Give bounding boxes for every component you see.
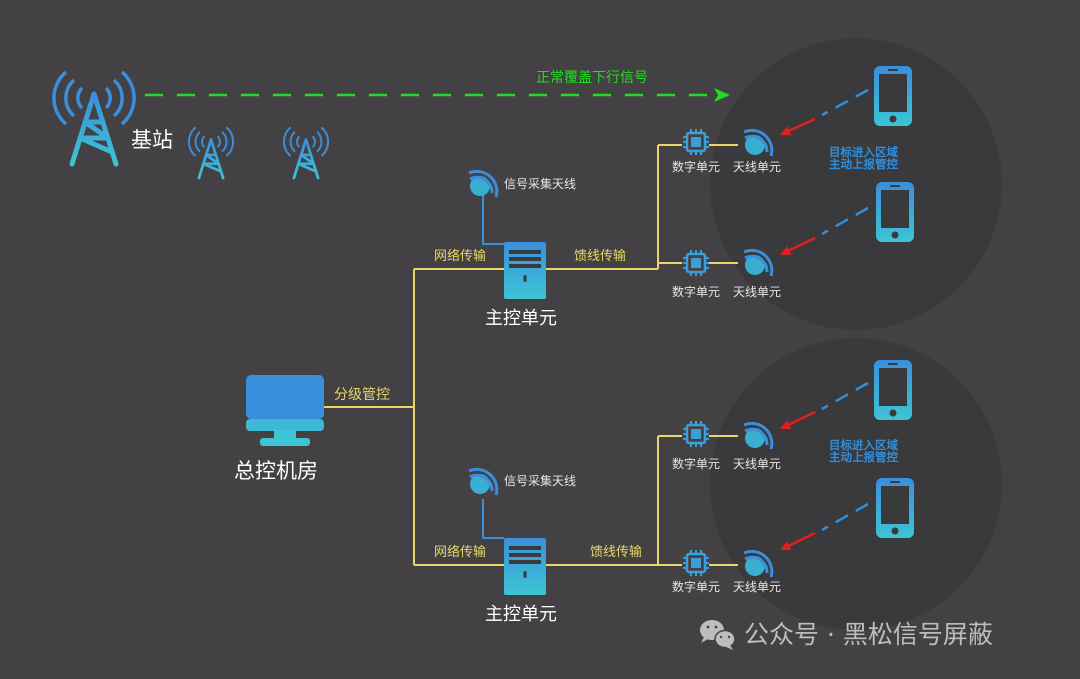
phone-icon [876, 478, 914, 538]
feeder-link-label: 馈线传输 [574, 249, 627, 264]
watermark-text: 公众号 · 黑松信号屏蔽 [744, 620, 993, 649]
digital-unit-chip-icon [681, 127, 711, 157]
cell-tower-icon-small [282, 126, 330, 180]
phone-icon [874, 360, 912, 420]
network-link-label: 网络传输 [434, 249, 487, 264]
collector-wire-2 [482, 499, 504, 539]
zone-note-line: 目标进入区域 [829, 145, 898, 159]
antenna-unit-label: 天线单元 [733, 285, 782, 299]
collector-antenna-label: 信号采集天线 [504, 177, 577, 191]
feeder-link-label: 馈线传输 [590, 545, 643, 560]
coverage-zone-1 [710, 38, 1002, 330]
controller-label: 主控单元 [485, 308, 557, 329]
tiered-control-label: 分级管控 [334, 387, 390, 403]
uplink-arrows [780, 88, 869, 551]
digital-unit-label: 数字单元 [672, 285, 721, 299]
zone-note-line: 目标进入区域 [829, 438, 898, 452]
digital-unit-label: 数字单元 [672, 580, 721, 594]
collector-wire-1 [482, 194, 504, 245]
collector-antenna-icon [467, 169, 499, 199]
digital-unit-chip-icon [681, 248, 711, 278]
digital-unit-label: 数字单元 [672, 160, 721, 174]
controller-label: 主控单元 [485, 604, 557, 625]
network-link-label: 网络传输 [434, 545, 487, 560]
digital-unit-label: 数字单元 [672, 457, 721, 471]
zone-note-line: 主动上报管控 [829, 450, 898, 465]
monitor-icon [246, 375, 324, 446]
controller-cabinet-icon [504, 242, 546, 299]
base-station-label: 基站 [131, 128, 173, 152]
phone-icon [876, 182, 914, 242]
digital-unit-chip-icon [681, 548, 711, 578]
phone-icon [874, 66, 912, 126]
wechat-icon [700, 620, 736, 650]
cell-tower-icon [54, 72, 134, 164]
zone-note-line: 主动上报管控 [829, 157, 898, 172]
antenna-unit-label: 天线单元 [733, 160, 782, 174]
zone-note: 目标进入区域 主动上报管控 [829, 439, 898, 463]
control-room-label: 总控机房 [234, 459, 318, 483]
antenna-unit-label: 天线单元 [733, 580, 782, 594]
cell-tower-icon-small [187, 126, 235, 180]
digital-unit-chip-icon [681, 419, 711, 449]
coverage-zone-2 [710, 338, 1002, 630]
zone-note: 目标进入区域 主动上报管控 [829, 146, 898, 170]
connector-lines [322, 144, 738, 566]
antenna-unit-label: 天线单元 [733, 457, 782, 471]
collector-antenna-label: 信号采集天线 [504, 474, 577, 488]
controller-cabinet-icon [504, 538, 546, 595]
collector-antenna-icon [467, 467, 499, 497]
downlink-label: 正常覆盖下行信号 [536, 70, 648, 86]
